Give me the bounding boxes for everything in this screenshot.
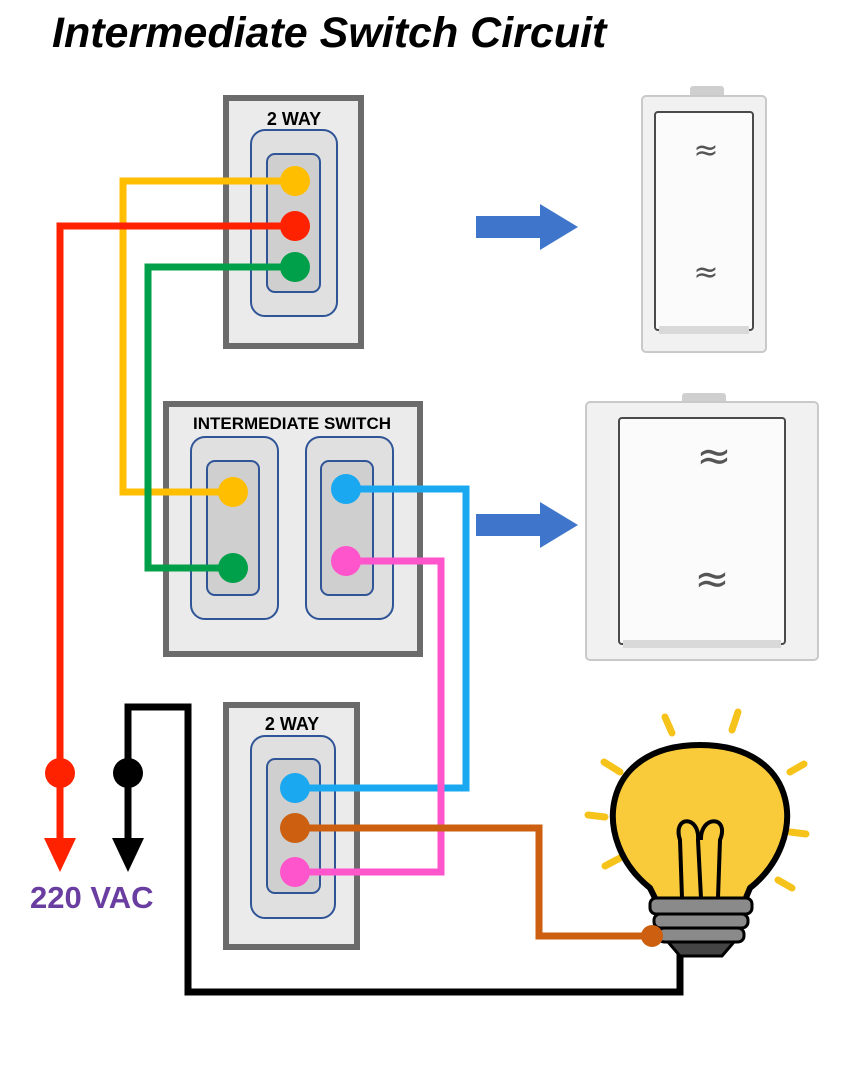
two-module-bottom-mark: ≈ bbox=[694, 554, 729, 603]
intermediate-pink-terminal bbox=[331, 546, 361, 576]
bulb-brown-terminal bbox=[641, 925, 663, 947]
intermediate-green-terminal bbox=[218, 553, 248, 583]
light-bulb bbox=[584, 708, 810, 958]
neutral-arrow-head bbox=[112, 838, 144, 872]
two-module-top-mark: ≈ bbox=[696, 431, 731, 480]
top-two-way-label: 2 WAY bbox=[267, 109, 321, 129]
green-wire bbox=[144, 263, 295, 572]
neutral-supply-node bbox=[113, 758, 143, 788]
intermediate-switch: INTERMEDIATE SWITCH bbox=[163, 401, 423, 657]
top-yellow-terminal bbox=[280, 166, 310, 196]
top-green-terminal bbox=[280, 252, 310, 282]
two-module-switch-photo: ≈ ≈ bbox=[585, 393, 819, 661]
one-module-bottom-mark: ≈ bbox=[693, 255, 718, 290]
pink-wire bbox=[295, 557, 445, 876]
neutral-wire bbox=[124, 703, 684, 996]
one-module-switch-photo: ≈ ≈ bbox=[641, 86, 767, 353]
pointer-arrow-middle bbox=[476, 502, 578, 548]
intermediate-blue-terminal bbox=[331, 474, 361, 504]
intermediate-switch-label: INTERMEDIATE SWITCH bbox=[193, 414, 391, 433]
top-red-terminal bbox=[280, 211, 310, 241]
bottom-brown-terminal bbox=[280, 813, 310, 843]
bottom-blue-terminal bbox=[280, 773, 310, 803]
live-arrow-head bbox=[44, 838, 76, 872]
live-supply-node bbox=[45, 758, 75, 788]
brown-wire bbox=[295, 824, 652, 940]
bulb-rays bbox=[584, 708, 810, 892]
pointer-arrow-top bbox=[476, 204, 578, 250]
one-module-top-mark: ≈ bbox=[693, 133, 718, 168]
blue-wire bbox=[297, 485, 470, 792]
yellow-wire bbox=[119, 177, 295, 496]
terminals bbox=[45, 166, 361, 887]
page-title: Intermediate Switch Circuit bbox=[52, 9, 607, 57]
bottom-two-way-label: 2 WAY bbox=[265, 714, 319, 734]
intermediate-yellow-terminal bbox=[218, 477, 248, 507]
live-wire bbox=[56, 222, 295, 845]
bottom-pink-terminal bbox=[280, 857, 310, 887]
supply-label: 220 VAC bbox=[30, 880, 154, 915]
